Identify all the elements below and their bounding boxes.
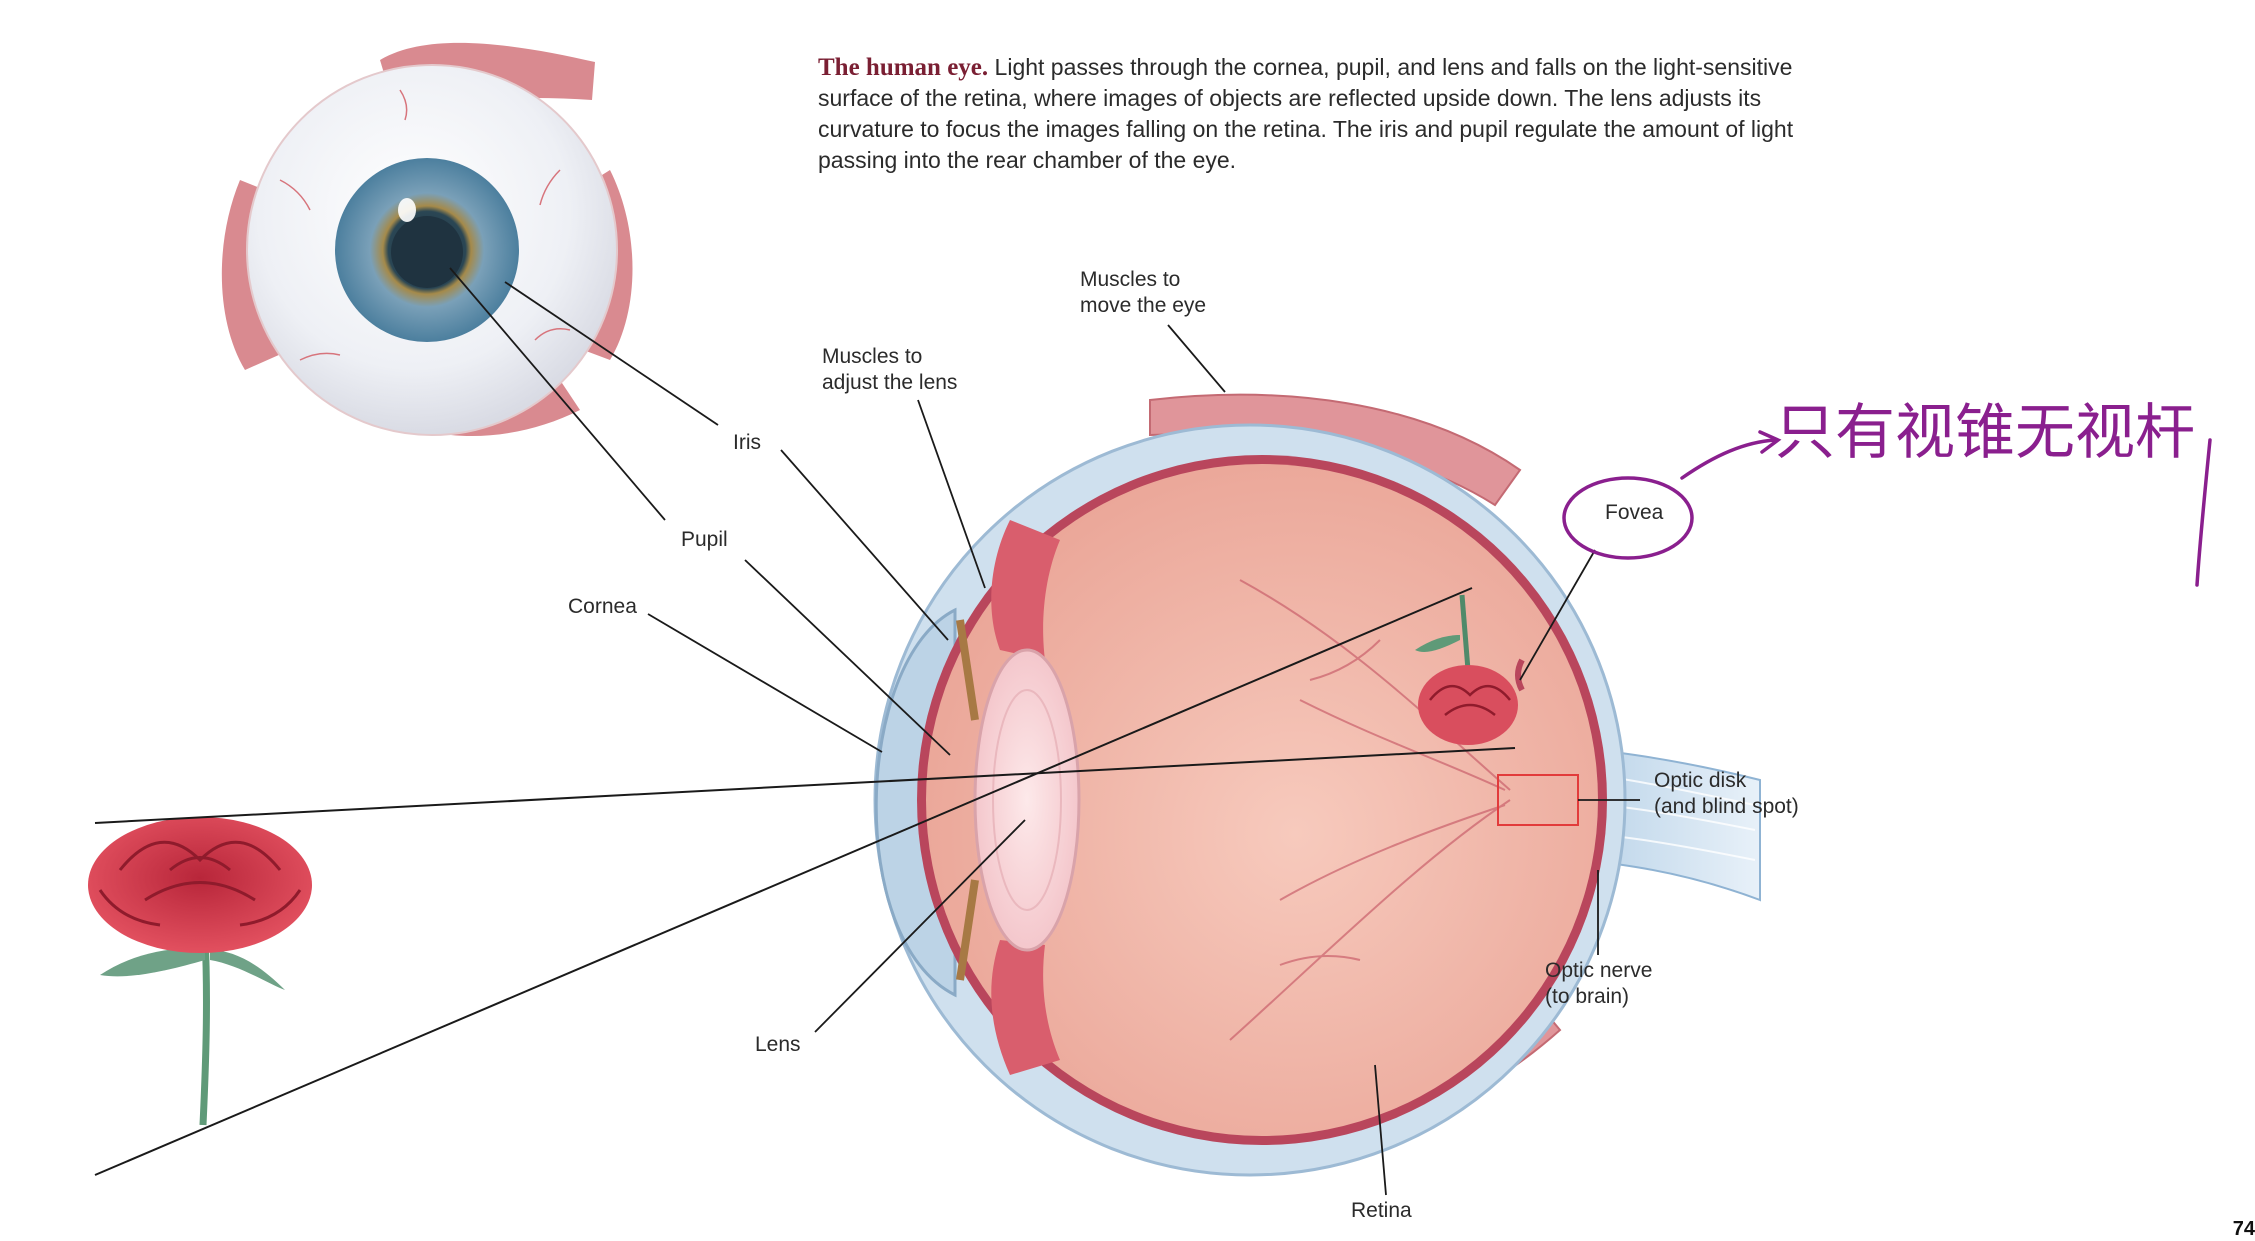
label-optic-nerve-line2: (to brain) <box>1545 985 1630 1008</box>
label-optic-nerve: Optic nerve (to brain) <box>1545 958 1652 1010</box>
ciliary-body-top <box>991 520 1060 660</box>
light-rays <box>94 587 1516 1176</box>
annotation-arrow <box>1680 430 1782 480</box>
ciliary-body-bottom <box>991 940 1060 1075</box>
label-cornea: Cornea <box>568 595 637 618</box>
vitreous-interior <box>926 464 1598 1136</box>
label-fovea: Fovea <box>1605 501 1664 524</box>
inverted-rose-image <box>1415 594 1518 745</box>
leader-muscles-lens <box>917 399 986 589</box>
leader-lines <box>449 267 1640 1196</box>
caption-title: The human eye. <box>818 54 989 81</box>
rose-petals <box>98 840 302 927</box>
leader-fovea <box>1519 549 1596 681</box>
rose-leaf-left <box>100 948 205 977</box>
label-optic-disk-line1: Optic disk <box>1654 769 1747 792</box>
label-muscles-move-eye-line2: move the eye <box>1080 294 1207 317</box>
leader-pupil <box>744 559 951 756</box>
label-optic-disk: Optic disk (and blind spot) <box>1654 768 1799 820</box>
sclera-vessels <box>279 89 571 361</box>
page-number: 74 <box>2232 1218 2255 1240</box>
leader-retina <box>1374 1064 1387 1196</box>
handwritten-annotation <box>1562 430 2212 587</box>
annotation-tail <box>2195 438 2212 587</box>
eye-highlight <box>398 198 416 222</box>
label-retina: Retina <box>1351 1199 1412 1222</box>
handwritten-note: 只有视锥无视杆 <box>1775 398 2195 468</box>
lens-shape <box>973 648 1081 952</box>
pupil-front <box>391 216 463 288</box>
label-muscles-move-eye-line1: Muscles to <box>1080 268 1181 291</box>
leader-iris-front <box>504 281 719 426</box>
rose-leaf-right <box>210 950 285 990</box>
leader-cornea <box>647 613 883 753</box>
label-iris: Iris <box>733 431 761 454</box>
eye-cross-section <box>873 393 1761 1177</box>
fovea-dimple <box>1515 658 1525 692</box>
label-muscles-adjust-lens-line2: adjust the lens <box>822 371 958 394</box>
label-muscles-adjust-lens: Muscles to adjust the lens <box>822 344 957 396</box>
figure-caption: The human eye. Light passes through the … <box>818 52 1818 176</box>
label-optic-disk-line2: (and blind spot) <box>1654 795 1799 818</box>
ray-upper <box>94 747 1516 824</box>
iris-section <box>956 619 979 981</box>
retina-vessels <box>1229 579 1511 1041</box>
leader-lens <box>814 819 1026 1033</box>
leader-iris <box>780 449 949 641</box>
rose-object <box>88 817 312 1126</box>
caption-body: Light passes through the cornea, pupil, … <box>818 54 1794 173</box>
lens-rings <box>992 689 1062 911</box>
leader-pupil-front <box>449 267 666 521</box>
leader-muscles-eye <box>1167 324 1226 393</box>
label-pupil: Pupil <box>681 528 728 551</box>
ray-lower <box>94 587 1473 1176</box>
fovea-circle <box>1562 476 1694 560</box>
eyeball-front-view <box>221 42 633 437</box>
label-optic-nerve-line1: Optic nerve <box>1545 959 1653 982</box>
label-lens: Lens <box>755 1033 801 1056</box>
label-muscles-move-eye: Muscles to move the eye <box>1080 267 1206 319</box>
rose-bloom <box>88 817 312 953</box>
rose-stem <box>199 934 210 1126</box>
label-muscles-adjust-lens-line1: Muscles to <box>822 345 923 368</box>
